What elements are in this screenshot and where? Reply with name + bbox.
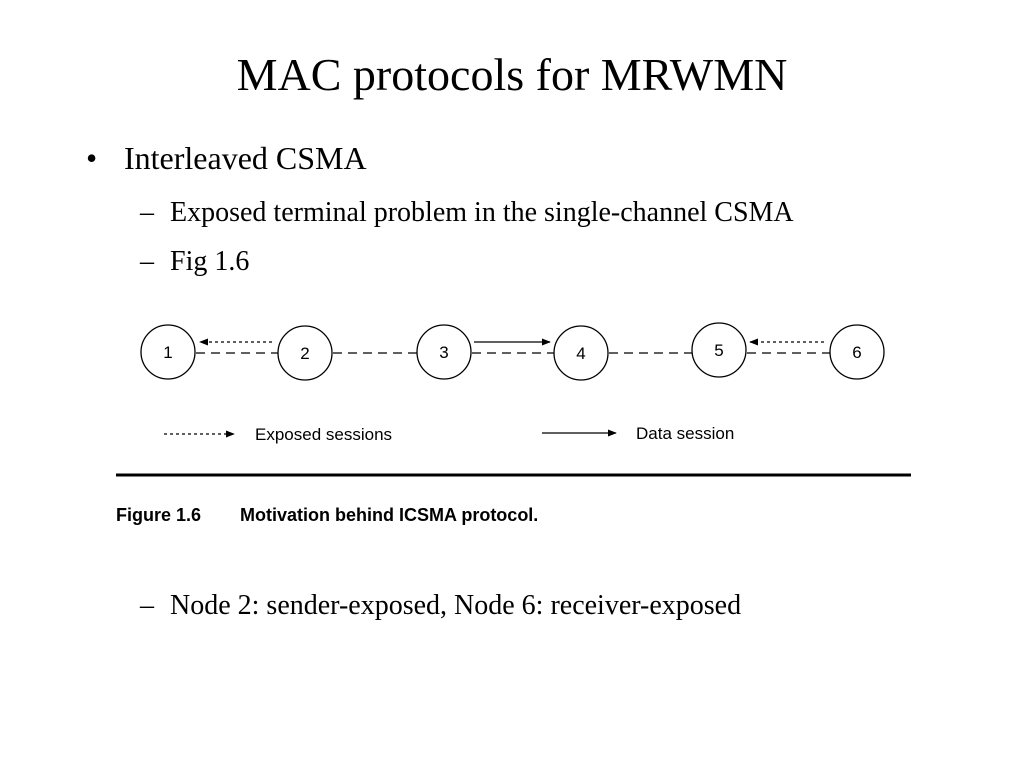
- node-label: 2: [300, 344, 309, 363]
- node-label: 5: [714, 341, 723, 360]
- slide-title: MAC protocols for MRWMN: [236, 49, 788, 100]
- figure-caption-text: Motivation behind ICSMA protocol.: [240, 505, 538, 525]
- node-label: 1: [163, 343, 172, 362]
- node: 4: [553, 325, 609, 381]
- sub-item-text: Node 2: sender-exposed, Node 6: receiver…: [170, 590, 742, 621]
- sub-item: –Fig 1.6: [140, 245, 249, 279]
- node-label: 6: [852, 343, 861, 362]
- legend-data-label: Data session: [636, 424, 734, 443]
- sub-item: –Node 2: sender-exposed, Node 6: receive…: [140, 589, 741, 623]
- figure-caption-number: Figure 1.6: [116, 505, 201, 525]
- legend-exposed-label: Exposed sessions: [255, 425, 392, 444]
- node-circle: [829, 324, 885, 380]
- bullet-marker: •: [86, 140, 98, 176]
- node-circle: [277, 325, 333, 381]
- node-circle: [416, 324, 472, 380]
- node: 2: [277, 325, 333, 381]
- node-circle: [140, 324, 196, 380]
- sub-marker: –: [140, 197, 154, 228]
- node-label: 4: [576, 344, 585, 363]
- node: 5: [691, 322, 747, 378]
- sub-item-text: Exposed terminal problem in the single-c…: [170, 197, 794, 228]
- node: 6: [829, 324, 885, 380]
- bullet-text: Interleaved CSMA: [124, 140, 367, 176]
- sub-item-text: Fig 1.6: [170, 246, 250, 277]
- sub-item: –Exposed terminal problem in the single-…: [140, 196, 794, 230]
- node: 3: [416, 324, 472, 380]
- bullet-item: • Interleaved CSMA: [86, 138, 367, 178]
- node-label: 3: [439, 343, 448, 362]
- node-circle: [553, 325, 609, 381]
- node: 1: [140, 324, 196, 380]
- node-circle: [691, 322, 747, 378]
- sub-marker: –: [140, 246, 154, 277]
- sub-marker: –: [140, 590, 154, 621]
